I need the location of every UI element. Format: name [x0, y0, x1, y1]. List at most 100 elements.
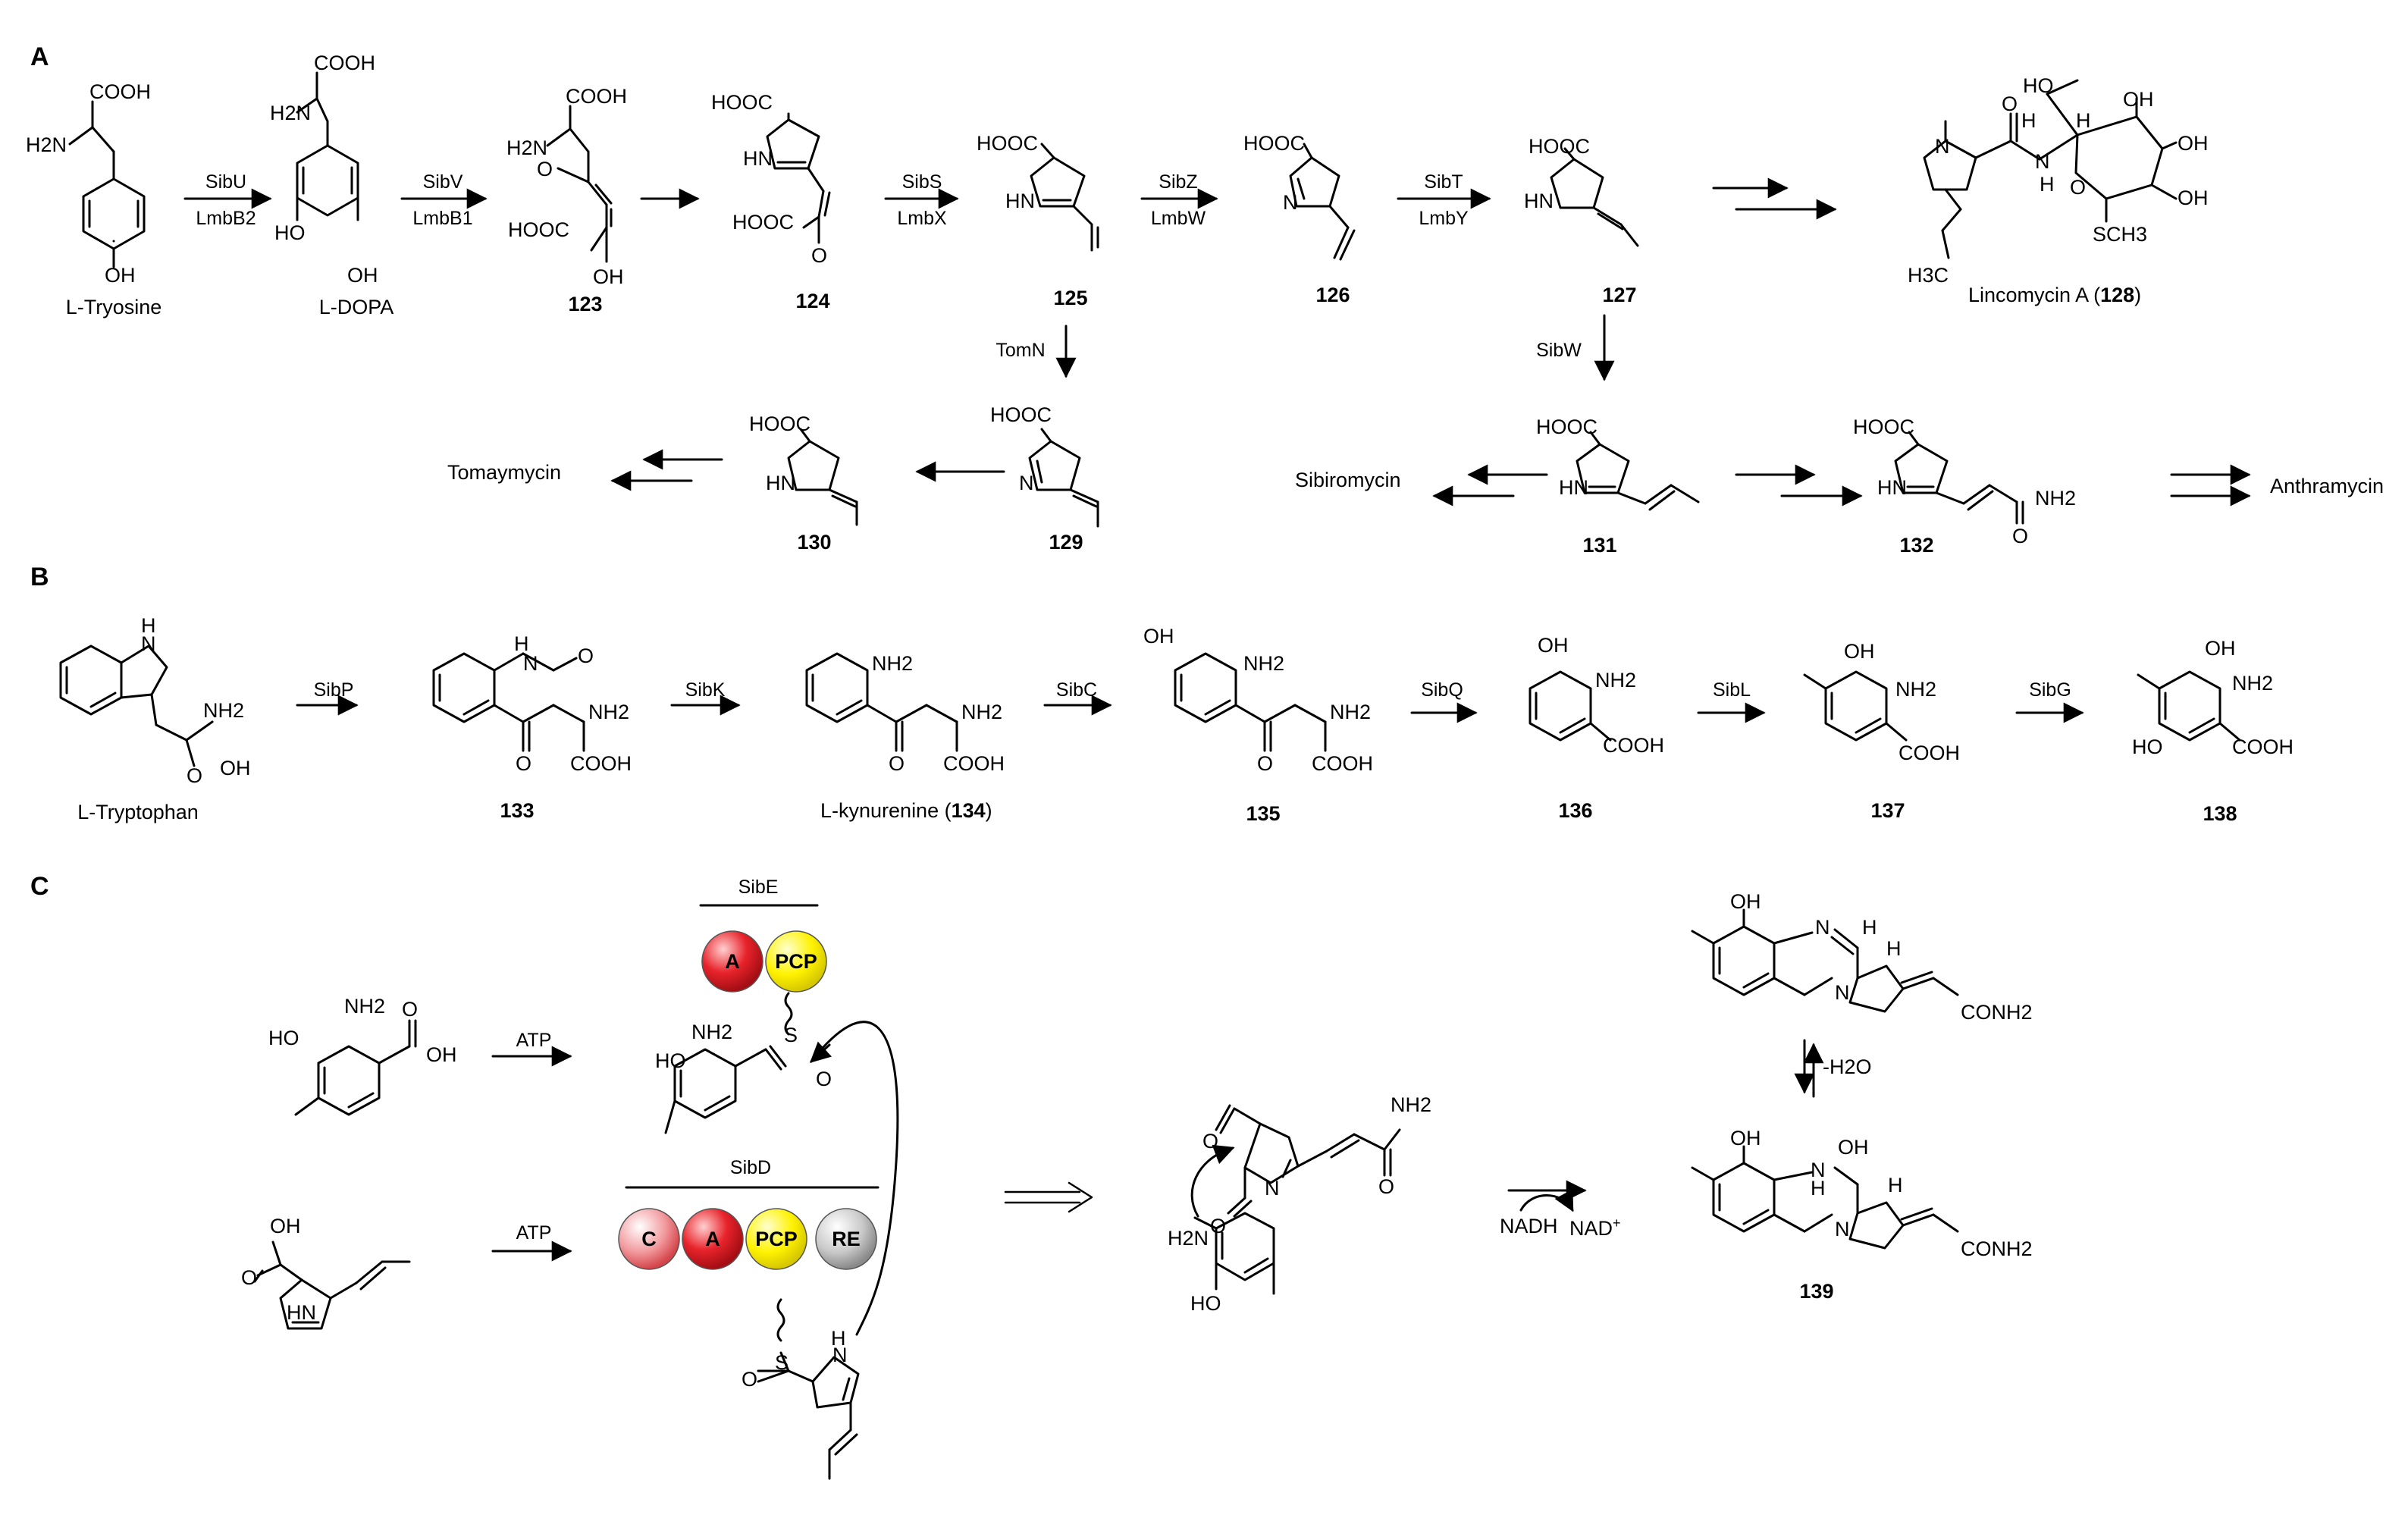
nad-text: NAD	[1569, 1217, 1613, 1240]
hmaa-structure	[294, 1019, 417, 1116]
label-124: 124	[795, 290, 830, 312]
compound-135-structure	[1174, 652, 1327, 752]
atom-linco-n2: N	[2035, 150, 2050, 173]
atom-i-o: O	[1202, 1130, 1219, 1153]
atom-e-nh2: NH2	[691, 1021, 733, 1043]
atom-tyr-oh: OH	[105, 264, 136, 287]
atom-i-n: N	[1265, 1177, 1280, 1200]
atom-127-hooc: HOOC	[1529, 135, 1590, 158]
atom-131-hn: HN	[1559, 476, 1588, 499]
atom-138-oh: OH	[2205, 637, 2236, 660]
kynurenine-number: 134	[951, 799, 986, 822]
atom-linco-h2: H	[2040, 173, 2055, 196]
label-dopa: L-DOPA	[318, 296, 394, 318]
atom-129-hooc: HOOC	[990, 403, 1052, 426]
atom-135-nh2: NH2	[1243, 652, 1285, 675]
atom-linco-h3: H	[2076, 109, 2091, 132]
dopa-structure	[296, 71, 359, 221]
atom-p2-n2: N	[1835, 1218, 1850, 1240]
label-atp-1: ATP	[516, 1030, 552, 1051]
compound-138-structure	[2137, 670, 2241, 742]
sibE-PCP-domain	[765, 930, 827, 993]
pbd-carbinolamine-structure	[1691, 1145, 1959, 1250]
atom-linco-h: H	[2021, 109, 2036, 132]
sibD-RE-domain	[815, 1208, 877, 1270]
atom-137-oh: OH	[1844, 640, 1875, 663]
lincomycin-structure	[1923, 79, 2178, 259]
atom-126-hooc: HOOC	[1243, 132, 1305, 155]
atom-134-nh2b: NH2	[961, 701, 1003, 723]
atom-linco-oh1: OH	[2123, 88, 2154, 111]
atom-132-nh2: NH2	[2035, 487, 2077, 510]
sibE-domain-PCP-label: PCP	[775, 950, 817, 973]
label-nad: NAD+	[1569, 1216, 1621, 1239]
label-129: 129	[1049, 531, 1083, 554]
lincomycin-number: 128	[2100, 284, 2135, 306]
atom-138-cooh: COOH	[2232, 735, 2294, 758]
atom-135-cooh: COOH	[1312, 752, 1373, 775]
atom-134-o: O	[889, 752, 905, 775]
label-tryptophan: L-Tryptophan	[77, 801, 199, 823]
atom-i-h2n: H2N	[1168, 1227, 1209, 1250]
atom-124-hooc2: HOOC	[732, 211, 794, 234]
atom-135-oh: OH	[1143, 625, 1174, 648]
hollow-arrow	[1004, 1181, 1093, 1213]
sibE-domains	[701, 930, 827, 993]
compound-130-structure	[787, 428, 858, 526]
enzyme-sibS: SibS	[901, 171, 942, 193]
atom-i-nh2: NH2	[1391, 1093, 1432, 1116]
compound-137-structure	[1803, 670, 1908, 742]
label-126: 126	[1315, 284, 1350, 306]
atom-tyr-cooh: COOH	[89, 80, 151, 103]
panel-label-b: B	[30, 563, 49, 591]
compound-131-structure	[1576, 431, 1700, 511]
atom-p2-h2: H	[1888, 1174, 1903, 1197]
enzyme-lmbB2: LmbB2	[196, 208, 256, 229]
label-137: 137	[1870, 799, 1905, 822]
atom-133-o2: O	[516, 752, 532, 775]
atom-126-n: N	[1283, 191, 1298, 214]
sibE-A-domain	[701, 930, 763, 993]
label-133: 133	[500, 799, 535, 822]
atom-131-hooc: HOOC	[1536, 416, 1597, 438]
enzyme-sibT: SibT	[1424, 171, 1463, 193]
label-sibE: SibE	[738, 877, 779, 898]
atom-136-nh2: NH2	[1595, 669, 1637, 692]
label-135: 135	[1246, 802, 1281, 825]
atom-125-hooc: HOOC	[977, 132, 1038, 155]
label-kynurenine: L-kynurenine (134)	[820, 801, 992, 821]
label-tyrosine: L-Tryosine	[65, 296, 162, 318]
kynurenine-close: )	[985, 799, 992, 822]
sibD-C-domain	[618, 1208, 680, 1270]
kynurenine-name: L-kynurenine (	[820, 799, 952, 822]
enzyme-sibL: SibL	[1712, 679, 1751, 701]
atom-linco-o-ring: O	[2070, 176, 2087, 199]
enzyme-sibG: SibG	[2029, 679, 2071, 701]
atom-d-n: N	[832, 1344, 848, 1366]
atom-125-hn: HN	[1005, 190, 1035, 212]
label-anthramycin: Anthramycin	[2270, 475, 2384, 497]
atom-130-hooc: HOOC	[749, 412, 811, 435]
nad-superscript: +	[1613, 1215, 1621, 1231]
atom-133-n: N	[523, 652, 538, 675]
atom-pyr-oh: OH	[270, 1215, 301, 1237]
atom-132-o: O	[2012, 525, 2029, 547]
atom-linco-ho: HO	[2023, 74, 2054, 97]
atom-dopa-oh: OH	[347, 264, 378, 287]
atom-linco-o: O	[2002, 93, 2018, 115]
atom-dopa-ho: HO	[274, 221, 306, 244]
kynurenine-structure	[805, 652, 958, 752]
atom-linco-oh2: OH	[2178, 132, 2209, 155]
label-130: 130	[797, 531, 832, 554]
sibD-A-domain	[682, 1208, 744, 1270]
atom-135-o: O	[1257, 752, 1274, 775]
atom-123-o: O	[537, 158, 553, 180]
atom-123-cooh: COOH	[566, 85, 627, 108]
atom-p1-conh2: CONH2	[1961, 1001, 2033, 1024]
atom-trp-n: N	[141, 632, 156, 655]
label-minus-water: -H2O	[1823, 1055, 1872, 1078]
atom-p1-h2: H	[1886, 937, 1902, 960]
atom-c-o: O	[402, 998, 419, 1021]
atom-p2-oh: OH	[1730, 1127, 1761, 1149]
panel-label-c: C	[30, 872, 49, 901]
